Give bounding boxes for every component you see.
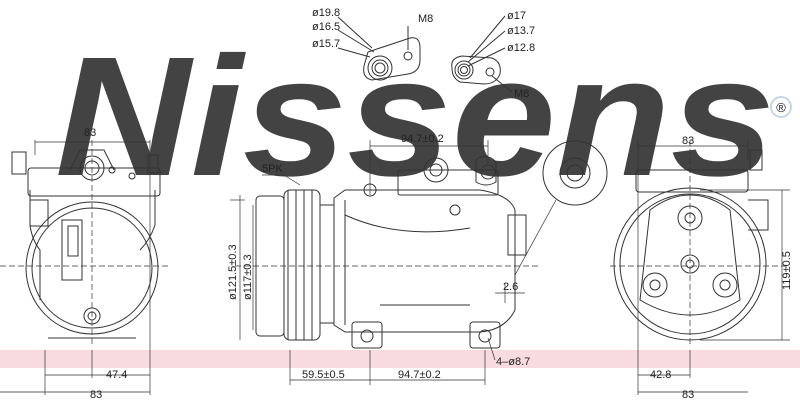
left-fitting-thread: M8	[418, 13, 433, 25]
right-fitting-detail	[451, 15, 513, 93]
right-bottom-width: 83	[682, 389, 694, 401]
left-fitting-d3: ø15.7	[312, 38, 340, 50]
right-fitting-d1: ø17	[507, 10, 526, 22]
highlight-band	[0, 350, 800, 368]
right-fitting-d2: ø13.7	[507, 25, 535, 37]
svg-text:®: ®	[776, 100, 786, 115]
left-bottom-offset: 47.4	[106, 369, 127, 381]
center-view	[230, 140, 608, 385]
bottom-left-dim: 59.5±0.5	[302, 369, 345, 381]
brand-watermark: Nissens	[55, 22, 775, 212]
bottom-right-dim: 94.7±0.2	[398, 369, 441, 381]
left-fitting-d2: ø16.5	[312, 21, 340, 33]
registered-mark: ®	[770, 96, 792, 118]
right-fitting-thread: M8	[514, 88, 529, 100]
left-bottom-width: 83	[90, 389, 102, 401]
right-fitting-d3: ø12.8	[507, 42, 535, 54]
right-bottom-offset: 42.8	[650, 369, 671, 381]
side-gap-dim: 2.6	[503, 281, 518, 293]
right-view	[610, 140, 790, 395]
right-top-width: 83	[682, 135, 694, 147]
left-top-width: 83	[84, 127, 96, 139]
port-spacing: 94.7±0.2	[401, 133, 444, 145]
mount-holes-dim: 4–ø8.7	[496, 356, 530, 368]
pulley-diameter-outer: ø121.5±0.3	[227, 244, 239, 300]
pulley-diameter-inner: ø117±0.3	[242, 254, 254, 300]
belt-spec: 5PK	[262, 163, 283, 175]
right-height-dim: 119±0.5	[781, 251, 793, 290]
left-fitting-detail	[337, 16, 421, 81]
left-view	[0, 140, 170, 395]
left-fitting-d1: ø19.8	[312, 7, 340, 19]
